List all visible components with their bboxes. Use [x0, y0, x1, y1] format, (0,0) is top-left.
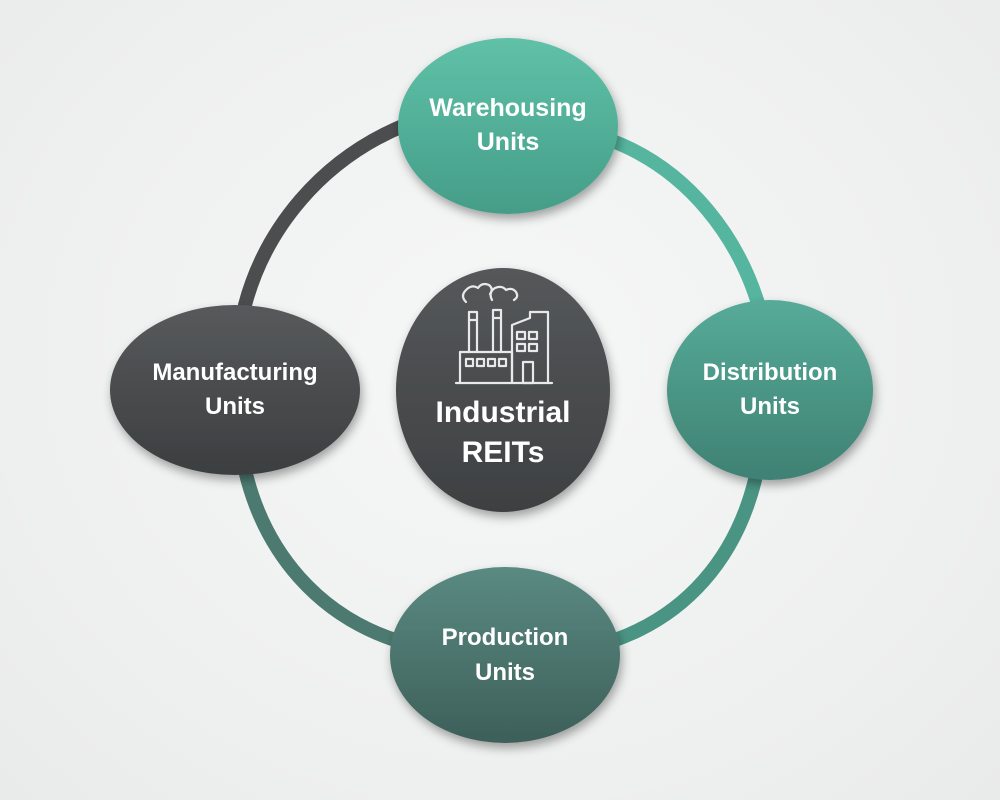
center-node[interactable]: Industrial REITs	[396, 268, 610, 512]
connector-distribution-production	[608, 473, 762, 647]
connector-production-manufacturing	[238, 463, 402, 647]
connector-ring	[238, 118, 767, 647]
node-warehousing[interactable]: Warehousing Units	[398, 38, 618, 214]
node-production[interactable]: Production Units	[390, 567, 620, 743]
node-distribution-shape	[667, 300, 873, 480]
connector-warehousing-distribution	[603, 133, 767, 317]
node-warehousing-shape	[398, 38, 618, 214]
connector-manufacturing-warehousing	[238, 118, 412, 312]
node-manufacturing-label-line2: Units	[205, 393, 265, 420]
node-manufacturing[interactable]: Manufacturing Units	[110, 305, 360, 475]
node-distribution-label-line2: Units	[740, 393, 800, 420]
node-production-label-line2: Units	[475, 659, 535, 686]
node-production-shape	[390, 567, 620, 743]
center-node-shape	[396, 268, 610, 512]
center-label-line2: REITs	[462, 436, 545, 469]
factory-icon	[454, 282, 554, 385]
node-distribution-label-line1: Distribution	[703, 359, 838, 386]
node-manufacturing-shape	[110, 305, 360, 475]
node-manufacturing-label-line1: Manufacturing	[152, 359, 317, 386]
node-warehousing-label-line1: Warehousing	[429, 94, 586, 122]
node-production-label-line1: Production	[442, 624, 569, 651]
node-warehousing-label-line2: Units	[477, 128, 540, 156]
node-distribution[interactable]: Distribution Units	[667, 300, 873, 480]
center-label-line1: Industrial	[435, 396, 570, 429]
